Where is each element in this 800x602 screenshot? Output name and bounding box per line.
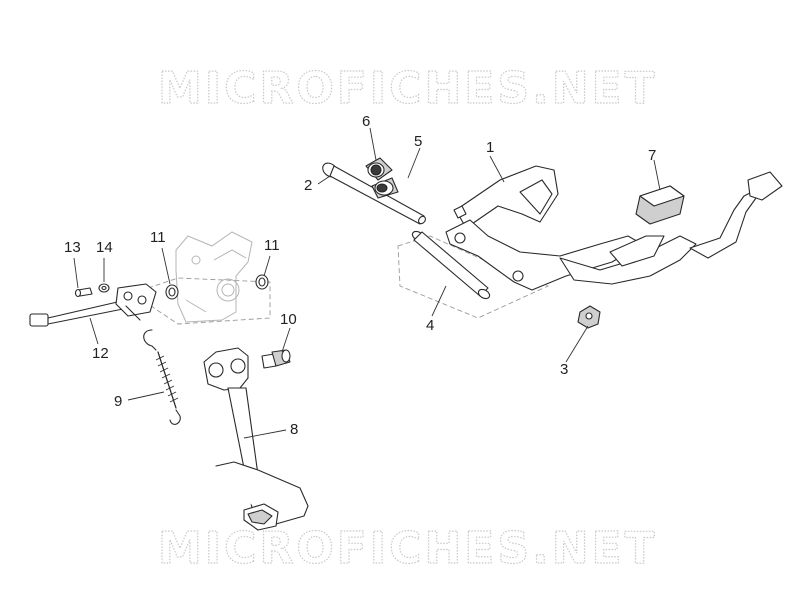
part-5-bushing	[371, 177, 399, 199]
part-10-bumper	[261, 349, 291, 369]
callout-2: 2	[304, 177, 312, 194]
ghost-bracket	[175, 231, 253, 323]
callout-9: 9	[114, 393, 122, 410]
part-3-nut	[577, 305, 601, 329]
callout-3: 3	[560, 361, 568, 378]
callout-11-left: 11	[150, 229, 166, 246]
callout-4: 4	[426, 317, 434, 334]
callout-12: 12	[92, 345, 109, 362]
callout-6: 6	[362, 113, 370, 130]
part-11-washer-right	[255, 274, 269, 290]
part-13-screw	[74, 287, 93, 298]
part-14-washer	[98, 283, 110, 293]
callout-11-right: 11	[264, 237, 280, 254]
part-6-bushing	[365, 157, 393, 181]
assembly-outline-left	[147, 277, 271, 325]
callout-7: 7	[648, 147, 656, 164]
part-12-switch	[29, 283, 157, 327]
callout-8: 8	[290, 421, 298, 438]
leader-lines	[73, 127, 661, 439]
watermark-bottom: MICROFICHES.NET	[158, 523, 658, 574]
callout-14: 14	[96, 239, 113, 256]
assembly-outline-center	[397, 235, 550, 319]
part-1-center-stand	[445, 165, 783, 291]
callout-1: 1	[486, 139, 494, 156]
callout-13: 13	[64, 239, 81, 256]
part-4-pin	[411, 230, 491, 300]
watermark-top: MICROFICHES.NET	[158, 63, 658, 114]
part-7-rubber-stop	[635, 185, 685, 225]
part-11-washer-left	[165, 284, 179, 300]
callout-10: 10	[280, 311, 297, 328]
part-9-spring	[143, 329, 181, 425]
callout-5: 5	[414, 133, 422, 150]
part-8-side-stand	[203, 347, 309, 531]
